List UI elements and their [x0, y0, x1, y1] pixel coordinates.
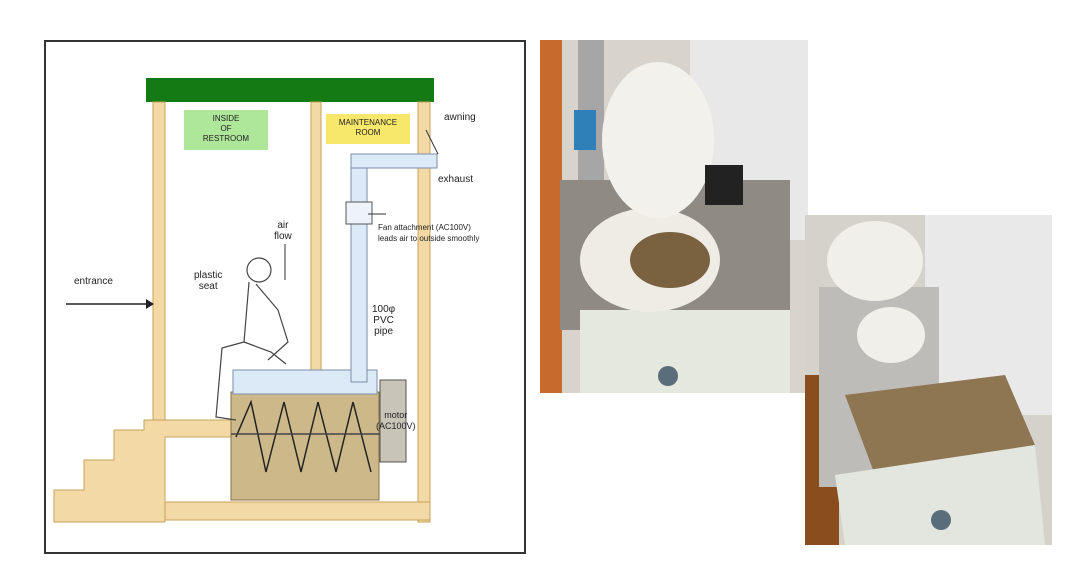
entrance-label: entrance: [74, 276, 113, 287]
air-flow-line1: air: [277, 220, 289, 231]
maintenance-label: MAINTENANCE ROOM: [326, 114, 410, 144]
air-flow-label: air flow: [274, 220, 292, 242]
diagram-frame: INSIDE OF RESTROOM MAINTENANCE ROOM awni…: [44, 40, 526, 554]
air-flow-line2: flow: [274, 231, 292, 242]
toilet-photo-1: [540, 40, 808, 393]
mixer-blade: [235, 399, 372, 473]
fan-box: [345, 201, 373, 225]
partition-wall: [310, 101, 322, 378]
plastic-seat-line2: seat: [198, 281, 218, 292]
right-wall: [417, 101, 431, 523]
fan-label-line2: leads air to outside smoothly: [378, 234, 480, 243]
plastic-seat-line1: plastic: [194, 270, 223, 281]
pvc-pipe-line3: pipe: [374, 326, 394, 337]
plastic-seat-label: plastic seat: [194, 270, 222, 292]
inside-label-line1: INSIDE: [212, 114, 240, 123]
inside-label-line3: RESTROOM: [202, 134, 250, 143]
inside-label: INSIDE OF RESTROOM: [184, 110, 268, 150]
fan-label-line1: Fan attachment (AC100V): [378, 223, 471, 232]
pvc-pipe-label: 100φ PVC pipe: [372, 304, 395, 337]
pvc-pipe-horizontal: [350, 153, 438, 169]
motor-label-line2: (AC100V): [376, 421, 416, 431]
stairs: [53, 419, 237, 523]
maintenance-label-line2: ROOM: [355, 128, 381, 137]
person-silhouette: [215, 257, 289, 421]
motor-label-line1: motor: [384, 410, 408, 420]
motor: [379, 379, 407, 463]
maintenance-label-line1: MAINTENANCE: [338, 118, 398, 127]
inside-label-line2: OF: [220, 124, 232, 133]
compost-tank: [230, 391, 380, 501]
pvc-pipe-line2: PVC: [373, 315, 394, 326]
toilet-photo-2: [805, 215, 1052, 545]
roof: [146, 78, 434, 102]
toilet-photo-1-illustration: [540, 40, 808, 393]
exhaust-label: exhaust: [438, 174, 474, 185]
awning-label: awning: [444, 112, 476, 123]
composting-toilet-diagram: [53, 78, 439, 523]
floor: [152, 501, 431, 521]
pvc-pipe-vertical: [350, 155, 368, 383]
fan-label: Fan attachment (AC100V) leads air to out…: [378, 222, 524, 244]
pvc-pipe-line1: 100φ: [372, 304, 396, 315]
motor-label: motor (AC100V): [376, 410, 416, 432]
toilet-photo-2-illustration: [805, 215, 1052, 545]
